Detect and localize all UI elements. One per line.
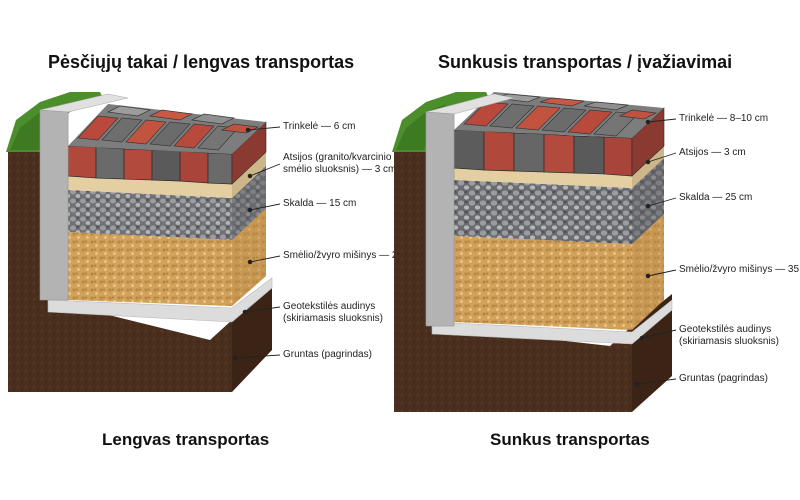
right-paver-blocks [453,129,633,177]
left-leader-lines [232,126,281,361]
right-sand-gravel-front [454,236,632,330]
left-bedding-front [68,176,232,198]
left-label-soil: Gruntas (pagrindas) [283,349,372,360]
right-pavers-side [631,107,665,177]
right-label-gravel: Skalda — 25 cm [679,192,753,203]
left-cross-section [6,92,281,392]
left-soil-layer [8,152,232,392]
left-label-sand-gravel: Smėlio/žvyro mišinys — 25 cm [283,250,420,261]
right-cross-section [392,92,677,412]
left-label-pavers: Trinkelė — 6 cm [283,121,356,132]
right-bedding-front [454,168,632,188]
right-title: Sunkusis transportas / įvažiavimai [438,52,733,72]
right-label-soil: Gruntas (pagrindas) [679,373,768,384]
left-herringbone [77,105,260,151]
right-label-pavers: Trinkelė — 8–10 cm [679,113,769,124]
left-caption: Lengvas transportas [102,430,270,449]
right-leader-lines [634,118,677,387]
right-herringbone [463,93,658,137]
left-paver-blocks [67,145,233,185]
left-gravel-front [68,190,232,240]
right-soil-side [632,294,672,412]
right-geotextile [431,299,673,345]
left-label-geotextile: Geotekstilės audinys(skiriamasis sluoksn… [283,301,384,324]
right-label-geotextile: Geotekstilės audinys(skiriamasis sluoksn… [679,324,780,347]
right-label-bedding: Atsijos — 3 cm [679,147,746,158]
right-soil-layer [394,152,632,412]
right-label-sand-gravel: Smėlio/žvyro mišinys — 35 cm [679,264,800,275]
left-label-gravel: Skalda — 15 cm [283,198,357,209]
left-sand-gravel-front [68,232,232,306]
right-caption: Sunkus transportas [490,430,650,449]
left-title: Pėsčiųjų takai / lengvas transportas [48,52,355,72]
left-geotextile [47,277,273,323]
right-gravel-front [454,180,632,244]
left-pavers-side [231,121,267,185]
